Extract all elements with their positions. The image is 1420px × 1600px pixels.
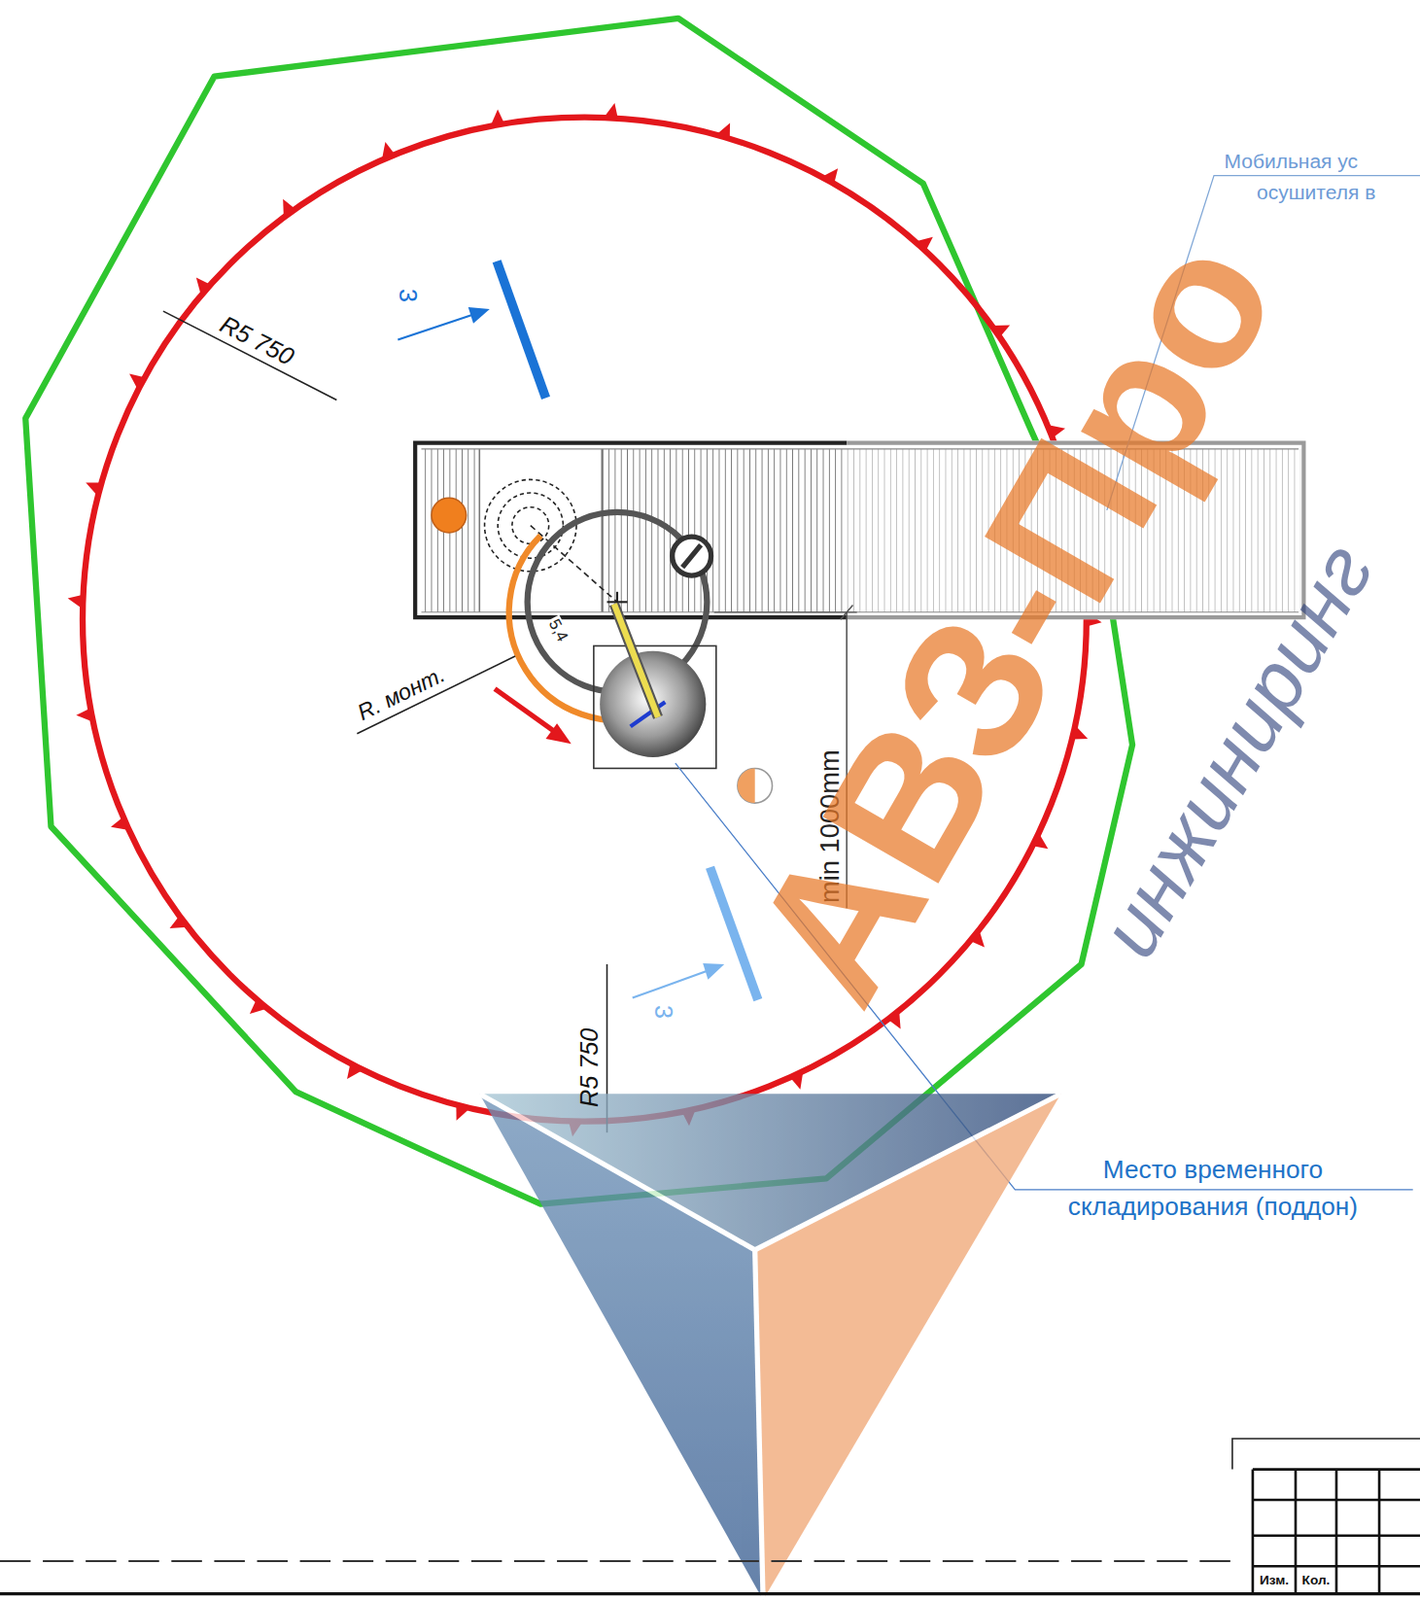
angle-text: 5,4 xyxy=(544,614,572,646)
zone-tick xyxy=(1072,725,1088,739)
zone-tick xyxy=(196,277,211,296)
zone-tick xyxy=(969,929,985,947)
section-arrow xyxy=(632,970,707,998)
dimension-text: R5 750 xyxy=(216,311,299,370)
zone-tick xyxy=(110,816,130,830)
section-arrow xyxy=(702,963,725,980)
zone-tick xyxy=(85,482,102,496)
dimension-line xyxy=(714,611,858,613)
zone-tick xyxy=(716,122,730,139)
logo-part xyxy=(755,1093,1062,1600)
zone-tick xyxy=(170,915,189,929)
callout-text: Мобильная ус xyxy=(1224,150,1359,172)
dimension-text: R. монт. xyxy=(354,662,450,725)
section-arrow xyxy=(397,314,472,340)
logo-line xyxy=(755,1093,1062,1250)
section-arrow xyxy=(468,307,490,324)
container-outline xyxy=(415,443,847,618)
boom xyxy=(614,603,659,718)
move-arrow xyxy=(494,689,556,733)
logo-line xyxy=(755,1249,763,1600)
table-cell: Изм. xyxy=(1252,1571,1296,1591)
zone-tick xyxy=(991,325,1010,338)
logo-part xyxy=(479,1093,763,1600)
zone-tick xyxy=(346,1063,363,1079)
leader-line xyxy=(163,311,337,400)
zone-tick xyxy=(129,374,145,391)
title-block xyxy=(1232,1438,1420,1469)
half-marker xyxy=(737,767,756,803)
dimension-text: R5 750 xyxy=(577,1028,602,1108)
section-number: 3 xyxy=(395,288,420,303)
frame-line xyxy=(0,1592,1420,1595)
container-hatch xyxy=(420,449,480,613)
table-cell: Кол. xyxy=(1295,1571,1337,1591)
frame-line xyxy=(0,1559,1240,1562)
zone-tick xyxy=(282,199,296,218)
zone-tick xyxy=(603,103,619,119)
container-hatch xyxy=(601,449,847,613)
zone-tick xyxy=(381,141,396,161)
counterweight xyxy=(682,545,701,568)
counterweight xyxy=(672,536,712,576)
zone-tick xyxy=(914,237,933,252)
callout-text: Место временного складирования (поддон) xyxy=(1014,1150,1411,1225)
zone-tick xyxy=(75,707,94,722)
orange-marker xyxy=(431,497,467,533)
title-grid xyxy=(1335,1469,1339,1594)
radius-line xyxy=(530,525,618,603)
zone-tick xyxy=(490,109,505,127)
callout-text: осушителя в xyxy=(1256,181,1376,203)
zone-tick xyxy=(249,999,268,1014)
section-mark xyxy=(496,261,546,399)
title-grid xyxy=(1294,1469,1298,1594)
zone-tick xyxy=(821,168,838,184)
logo-watermark xyxy=(479,1093,1061,1600)
dimension-tick xyxy=(840,604,854,620)
container-wall xyxy=(479,449,482,613)
boom xyxy=(614,603,659,718)
title-block xyxy=(1252,1469,1420,1594)
zone-tick xyxy=(455,1105,470,1121)
zone-tick xyxy=(1032,832,1048,849)
title-grid xyxy=(1378,1469,1382,1594)
section-number: 3 xyxy=(651,1004,676,1019)
move-arrow xyxy=(546,723,572,744)
zone-tick xyxy=(790,1071,803,1090)
watermark: АВЗ-Про xyxy=(719,206,1308,1031)
zone-tick xyxy=(68,594,84,610)
half-marker xyxy=(737,767,773,803)
logo-line xyxy=(479,1093,755,1250)
container-wall xyxy=(420,611,1299,613)
title-grid xyxy=(1251,1469,1255,1594)
